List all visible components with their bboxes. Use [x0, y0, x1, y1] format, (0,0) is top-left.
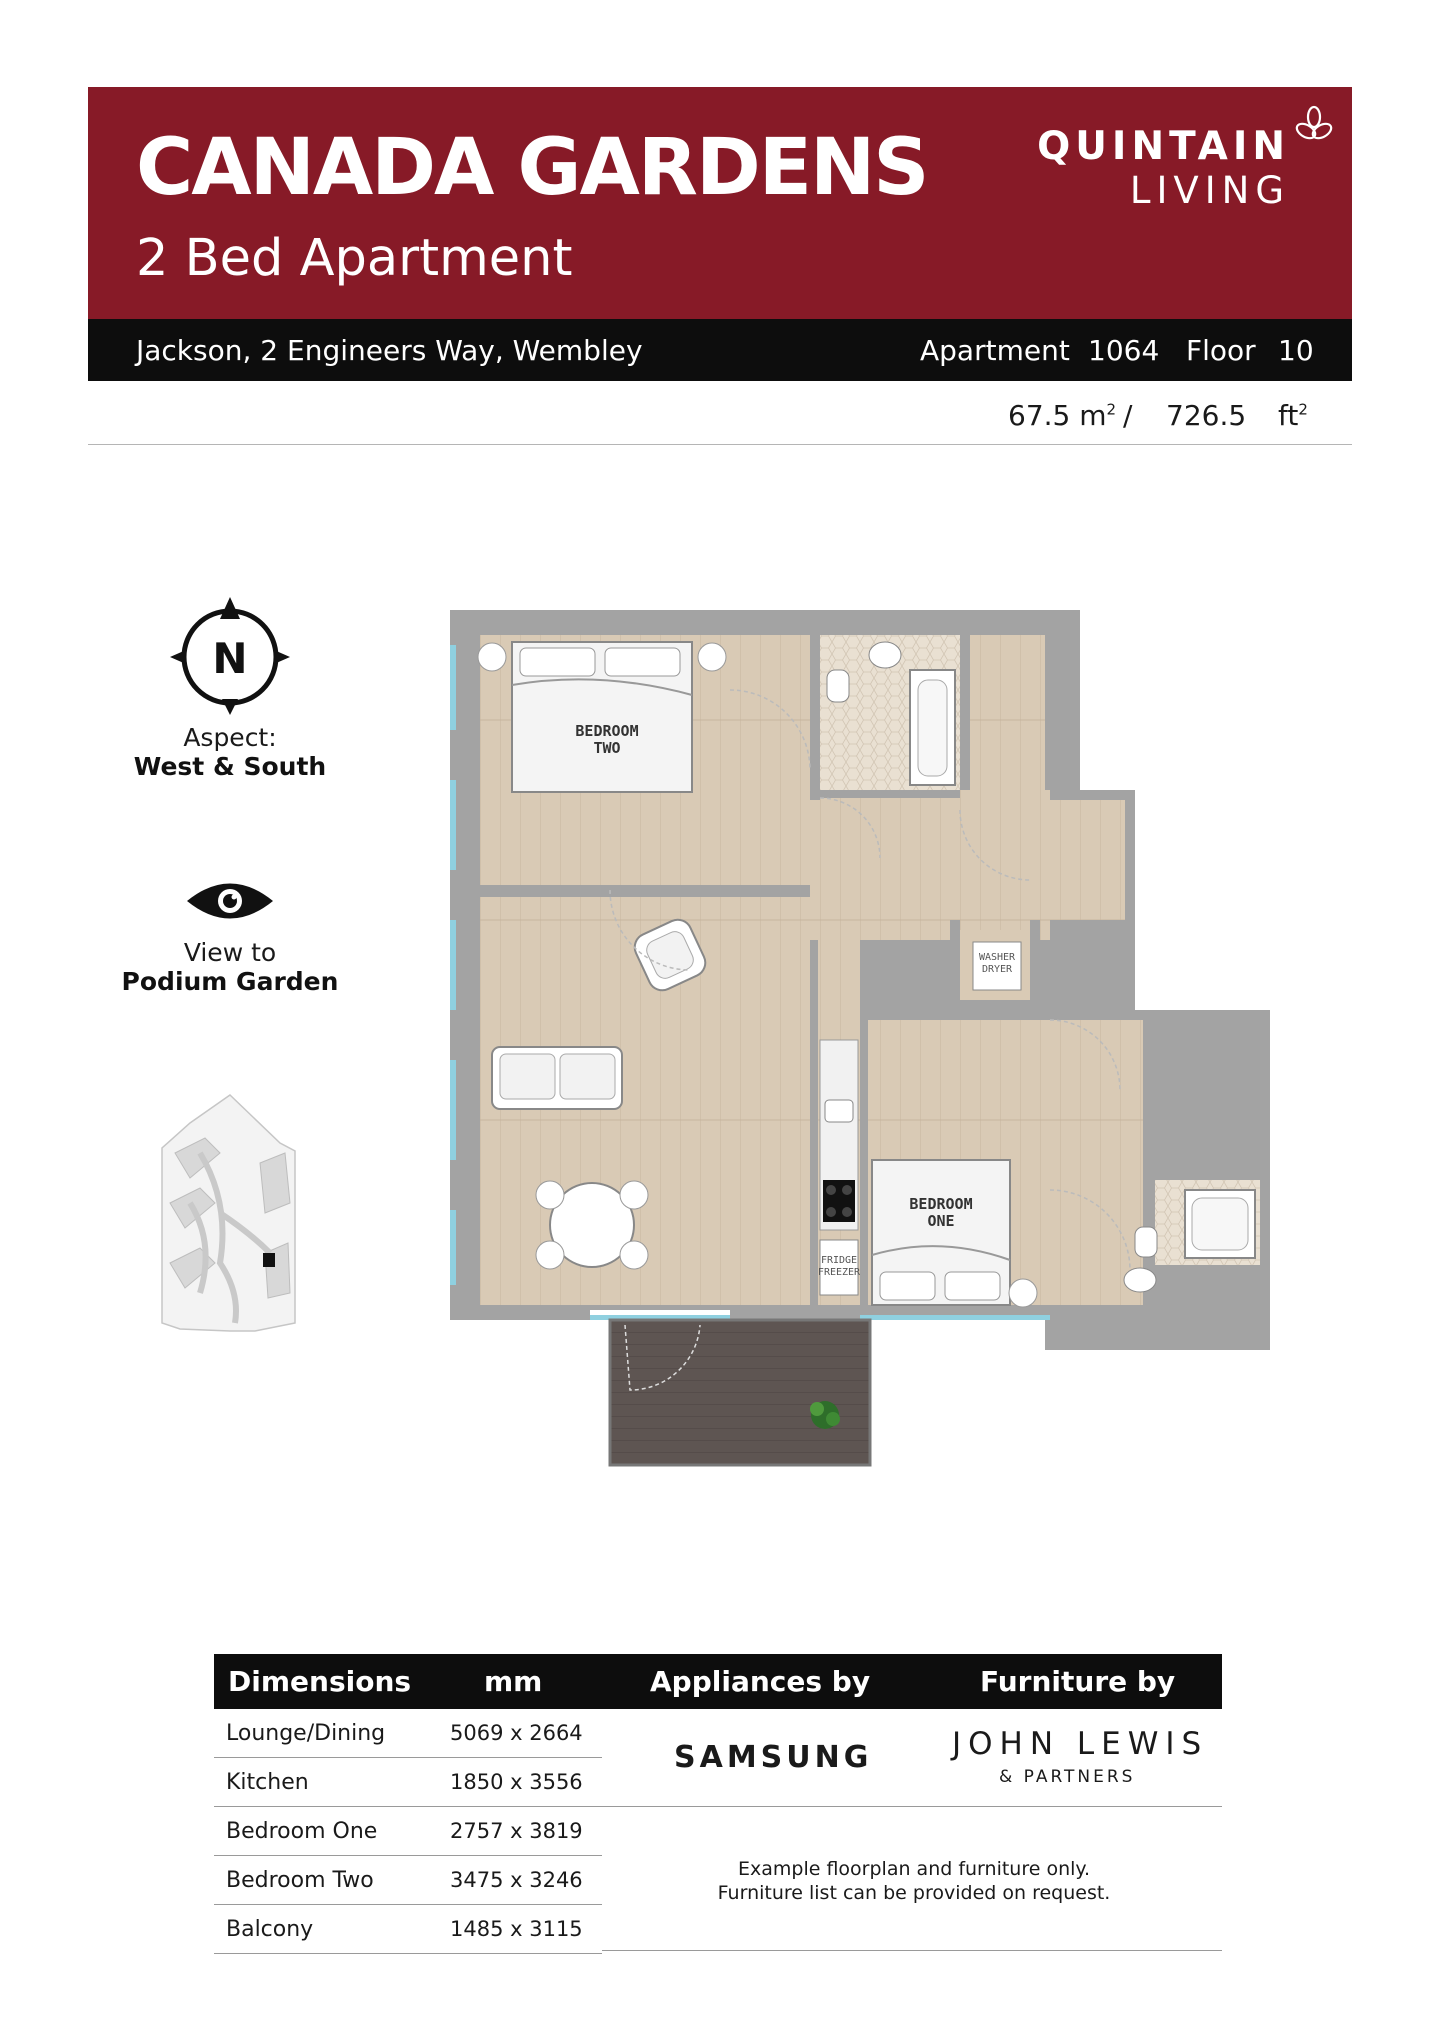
address: Jackson, 2 Engineers Way, Wembley	[136, 334, 643, 367]
dimension-row: Balcony 1485 x 3115	[214, 1905, 602, 1954]
brand-name-top: QUINTAIN	[1037, 124, 1290, 169]
info-bar: Jackson, 2 Engineers Way, Wembley Apartm…	[88, 319, 1352, 381]
dimension-row: Kitchen 1850 x 3556	[214, 1758, 602, 1807]
compass-letter: N	[212, 634, 247, 683]
header-appliances: Appliances by	[650, 1665, 871, 1698]
room-size: 3475 x 3246	[450, 1868, 583, 1892]
trefoil-logo-icon	[1295, 105, 1333, 140]
area-sqm-unit: m	[1079, 399, 1107, 432]
dimensions-header: Dimensions mm Appliances by Furniture by	[214, 1654, 1222, 1709]
floor-number: 10	[1278, 334, 1314, 367]
area-row: 67.5 m2 / 726.5 ft2	[88, 395, 1352, 445]
view-value: Podium Garden	[121, 967, 339, 996]
bedroom-two-label-line1: BEDROOM	[575, 722, 639, 740]
note-line2: Furniture list can be provided on reques…	[717, 1882, 1111, 1905]
table-bottom-rule	[602, 1950, 1222, 1951]
room-size: 1485 x 3115	[450, 1917, 583, 1941]
view-label: View to	[183, 938, 277, 967]
disclaimer-note: Example floorplan and furniture only. Fu…	[654, 1857, 1174, 1906]
bedroom-two-label-line2: TWO	[593, 739, 621, 758]
washer-label-line1: WASHER	[978, 952, 1016, 963]
samsung-logo: SAMSUNG	[674, 1740, 873, 1775]
apartment-location-marker	[263, 1253, 275, 1267]
room-name: Kitchen	[226, 1770, 309, 1795]
area-sqft-unit: ft	[1278, 399, 1299, 432]
dimension-row: Lounge/Dining 5069 x 2664	[214, 1709, 602, 1758]
fridge-label-line2: FREEZER	[817, 1267, 861, 1278]
apartment-number: 1064	[1088, 334, 1160, 367]
development-title: CANADA GARDENS	[136, 123, 929, 213]
brands-divider	[602, 1806, 1222, 1807]
apartment-type: 2 Bed Apartment	[136, 229, 573, 288]
area-sqm-value: 67.5	[1008, 399, 1071, 432]
room-name: Balcony	[226, 1917, 314, 1942]
header-banner: CANADA GARDENS 2 Bed Apartment QUINTAIN …	[88, 87, 1352, 319]
floor-plan-drawing	[450, 610, 1270, 1467]
eye-icon	[187, 883, 273, 919]
bedroom-one-label-line2: ONE	[927, 1212, 955, 1231]
room-name: Bedroom One	[226, 1819, 378, 1844]
area-separator: /	[1123, 399, 1133, 432]
apartment-label: Apartment	[920, 334, 1070, 367]
floor-label: Floor	[1186, 334, 1256, 367]
room-size: 5069 x 2664	[450, 1721, 583, 1745]
room-name: Bedroom Two	[226, 1868, 374, 1893]
view-block: View to Podium Garden	[90, 878, 370, 996]
header-mm: mm	[484, 1665, 543, 1698]
header-dimensions: Dimensions	[228, 1665, 412, 1698]
area-sqm-sup: 2	[1106, 400, 1117, 419]
header-divider	[88, 444, 1352, 445]
area-sqm: 67.5 m2	[1008, 399, 1116, 432]
aspect-block: N Aspect: West & South	[90, 595, 370, 781]
washer-dryer-label: WASHER DRYER	[970, 952, 1024, 976]
john-lewis-logo: JOHN LEWIS	[952, 1726, 1209, 1762]
building-key-plan	[161, 1094, 296, 1332]
fridge-label-line1: FRIDGE	[820, 1255, 858, 1266]
dimension-row: Bedroom One 2757 x 3819	[214, 1807, 602, 1856]
bedroom-one-label-line1: BEDROOM	[909, 1195, 973, 1213]
john-lewis-partners: & PARTNERS	[999, 1767, 1136, 1787]
dimension-row: Bedroom Two 3475 x 3246	[214, 1856, 602, 1905]
washer-label-line2: DRYER	[981, 964, 1013, 975]
area-sqft-value: 726.5	[1166, 399, 1247, 432]
area-sqft: ft2	[1278, 399, 1308, 432]
brand-name-bottom: LIVING	[1129, 169, 1290, 212]
room-size: 2757 x 3819	[450, 1819, 583, 1843]
bedroom-one-label: BEDROOM ONE	[886, 1195, 996, 1231]
header-furniture: Furniture by	[980, 1665, 1176, 1698]
fridge-freezer-label: FRIDGE FREEZER	[816, 1255, 862, 1279]
aspect-label: Aspect:	[183, 723, 277, 752]
bedroom-two-label: BEDROOM TWO	[552, 722, 662, 758]
compass-icon: N	[170, 597, 290, 715]
floor-plan: BEDROOM TWO BEDROOM ONE WASHER DRYER FRI…	[440, 600, 1300, 1490]
quintain-living-logo: QUINTAIN LIVING	[1037, 127, 1290, 209]
room-name: Lounge/Dining	[226, 1721, 386, 1746]
note-line1: Example floorplan and furniture only.	[737, 1858, 1090, 1880]
room-size: 1850 x 3556	[450, 1770, 583, 1794]
aspect-value: West & South	[133, 752, 327, 781]
area-sqft-sup: 2	[1298, 400, 1308, 419]
